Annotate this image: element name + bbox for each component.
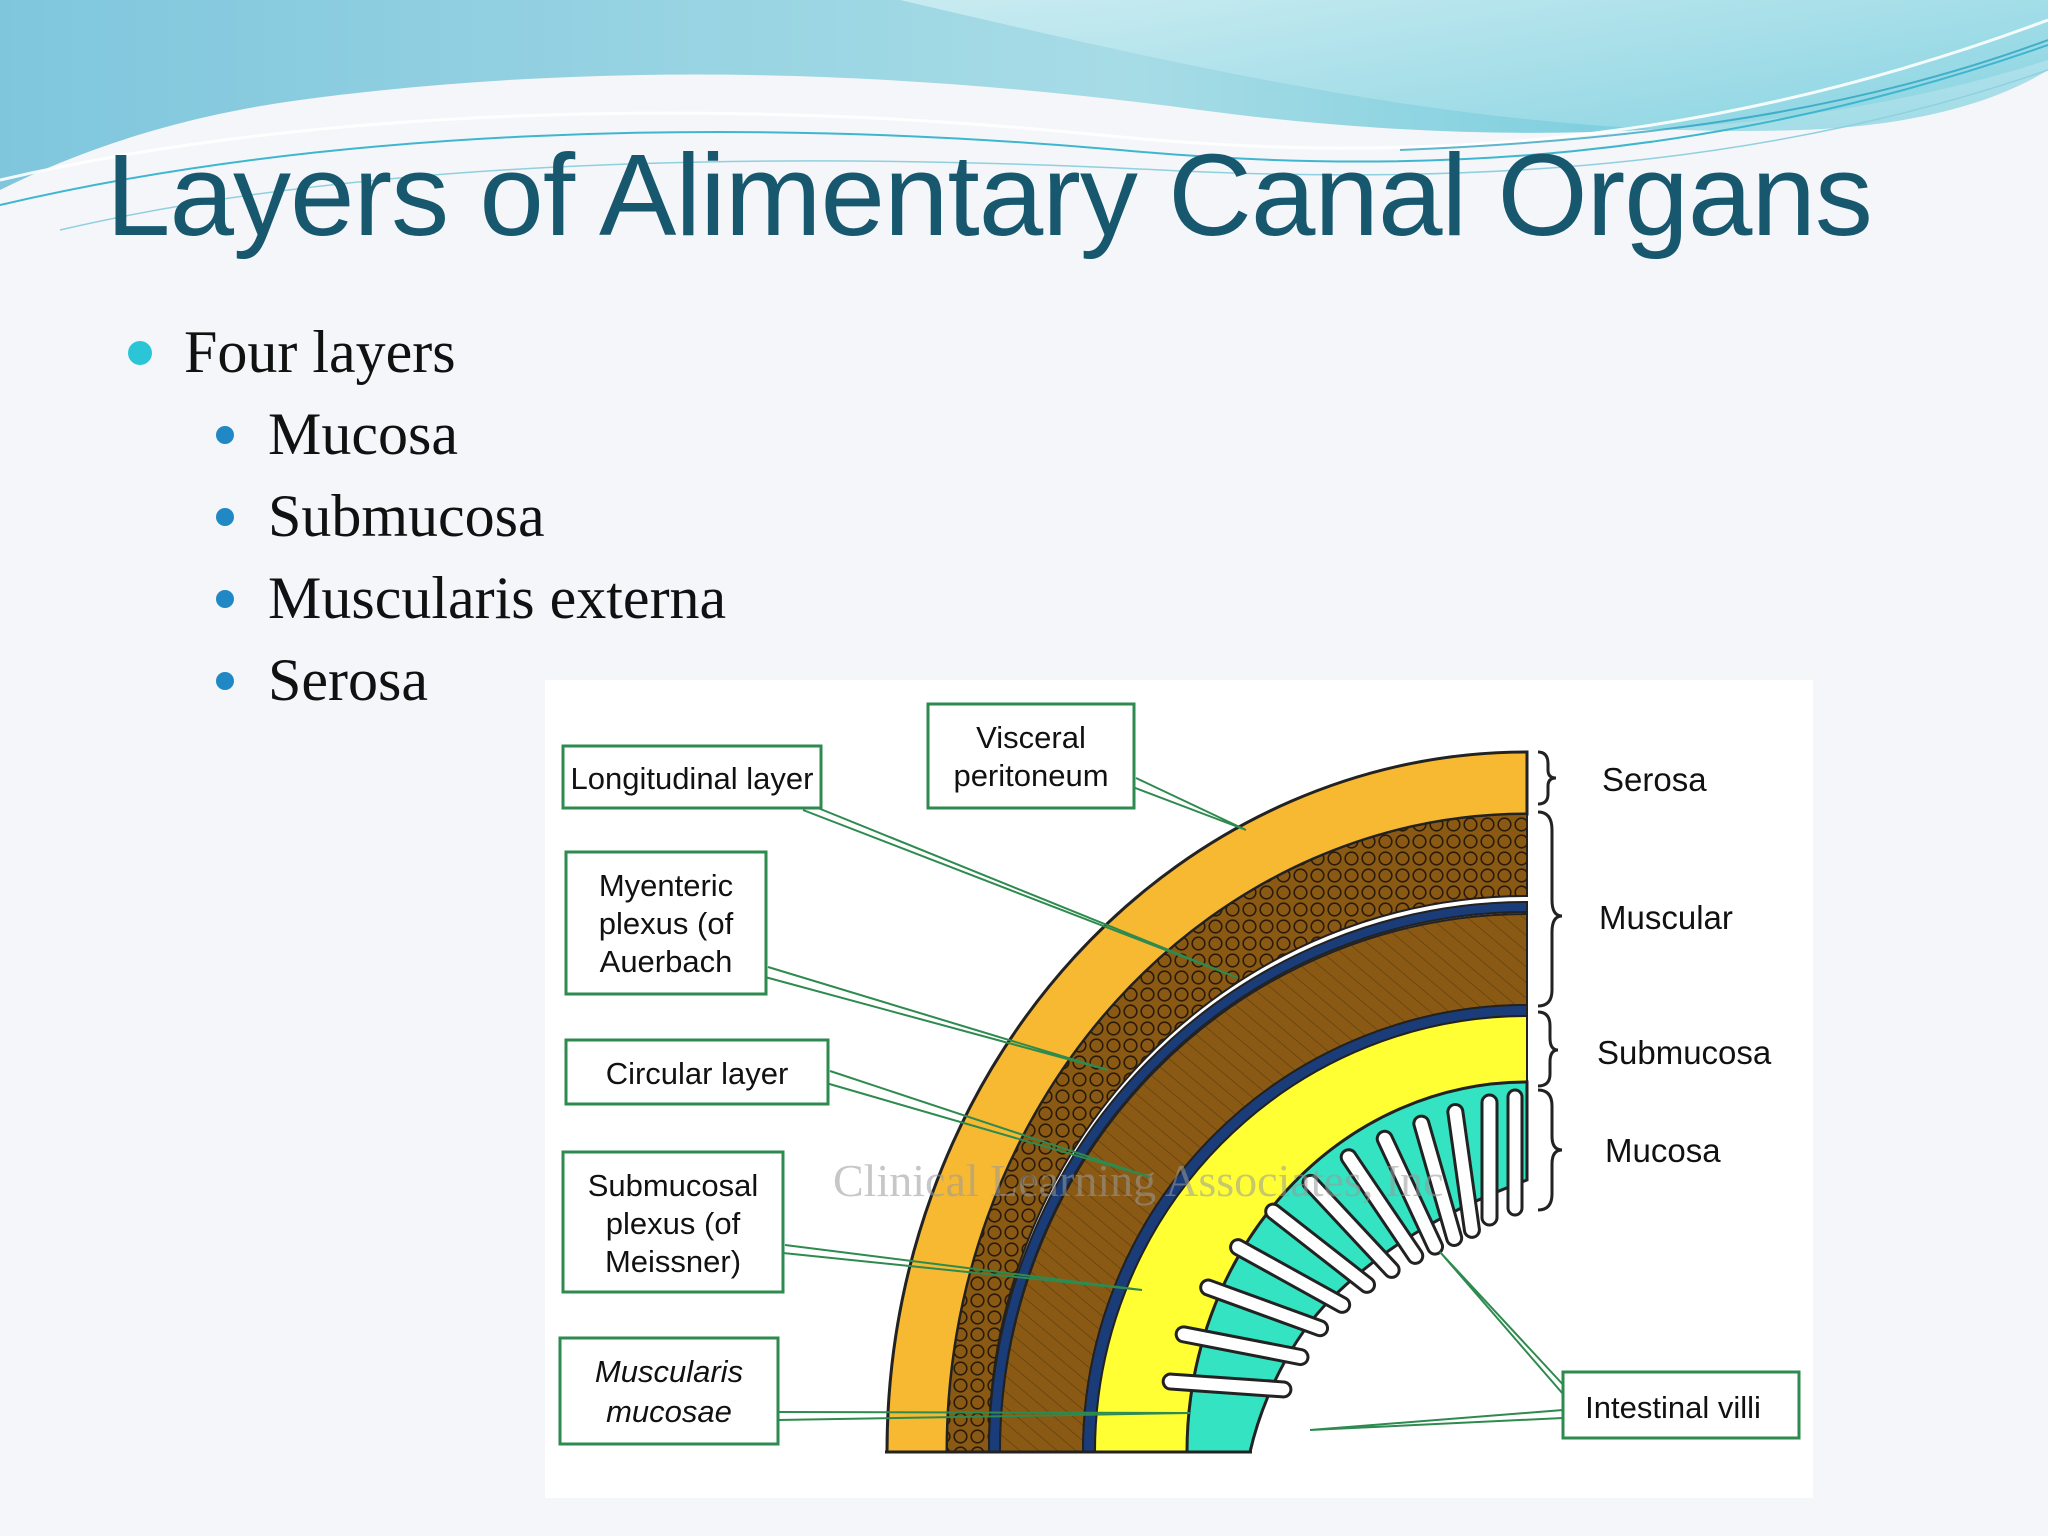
callout-muscularis-mucosae: Muscularis mucosae (558, 1336, 780, 1446)
bullet-text: Four layers (184, 319, 456, 385)
callout-text: plexus (of (599, 906, 734, 941)
callout-longitudinal-layer: Longitudinal layer (561, 744, 823, 810)
callout-submucosal-plexus: Submucosal plexus (of Meissner) (561, 1150, 785, 1294)
callout-text: Circular layer (606, 1056, 789, 1091)
label-mucosa: Mucosa (1605, 1132, 1721, 1169)
longitudinal-muscle-texture (947, 814, 1527, 1452)
leader-lines (764, 777, 1569, 1431)
callout-text: Submucosal (588, 1168, 759, 1203)
callout-text: plexus (of (606, 1206, 741, 1241)
layer-braces (1537, 750, 1563, 1212)
sub-bullet-dot (216, 589, 234, 608)
label-submucosa: Submucosa (1597, 1034, 1772, 1071)
callout-circular-layer: Circular layer (564, 1038, 830, 1106)
sub-bullet-dot (216, 507, 234, 526)
sub-bullet-dot (216, 425, 234, 444)
sub-bullet-dot (216, 671, 234, 690)
slide-title: Layers of Alimentary Canal Organs (106, 130, 1873, 260)
callout-text: Muscularis (595, 1354, 743, 1389)
sub-bullet-text: Muscularis externa (268, 565, 727, 631)
bullet-main: Four layers (128, 318, 456, 387)
sub-bullet-text: Serosa (268, 647, 428, 713)
sub-bullet-text: Mucosa (268, 401, 458, 467)
watermark-text: Clinical Learning Associates, Inc (833, 1155, 1444, 1206)
sub-bullet-muscularis-externa: Muscularis externa (216, 564, 726, 633)
intestinal-villi (1161, 1088, 1524, 1399)
callout-visceral-peritoneum: Visceral peritoneum (926, 702, 1136, 810)
sub-bullet-serosa: Serosa (216, 646, 428, 715)
callout-text: mucosae (606, 1394, 732, 1429)
callout-text: peritoneum (953, 758, 1108, 793)
brace-mucosa (1537, 1088, 1563, 1212)
callout-text: Myenteric (599, 868, 733, 903)
brace-submucosa (1537, 1010, 1559, 1088)
callout-text: Meissner) (605, 1244, 741, 1279)
label-muscular: Muscular (1599, 899, 1733, 936)
sub-bullet-mucosa: Mucosa (216, 400, 458, 469)
bullet-dot (128, 340, 152, 365)
callout-text: Visceral (976, 720, 1086, 755)
brace-serosa (1537, 750, 1557, 806)
sub-bullet-submucosa: Submucosa (216, 482, 545, 551)
wall-layers (885, 750, 1529, 1454)
callout-text: Intestinal villi (1585, 1390, 1761, 1425)
callout-text: Auerbach (600, 944, 733, 979)
brace-muscular (1537, 810, 1563, 1008)
circular-muscle-texture (1000, 914, 1527, 1452)
label-serosa: Serosa (1602, 761, 1707, 798)
callout-intestinal-villi: Intestinal villi (1561, 1370, 1801, 1440)
callout-text: Longitudinal layer (570, 761, 813, 796)
callout-myenteric-plexus: Myenteric plexus (of Auerbach (564, 850, 768, 996)
sub-bullet-text: Submucosa (268, 483, 545, 549)
